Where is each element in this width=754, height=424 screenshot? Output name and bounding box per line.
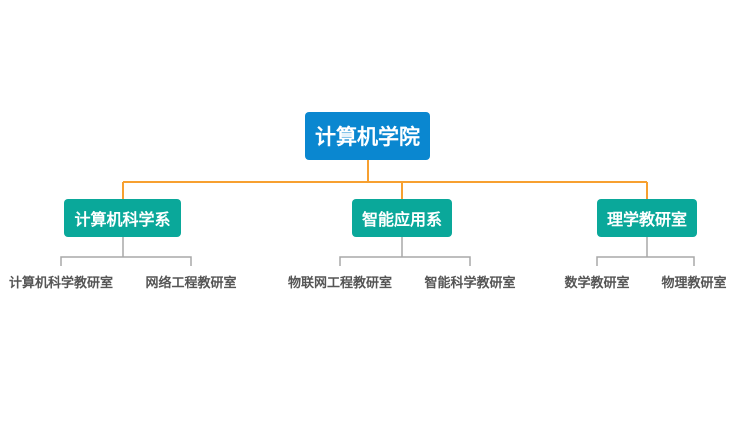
office-node: 物联网工程教研室 <box>287 276 393 291</box>
department-node: 理学教研室 <box>597 199 697 237</box>
office-node: 网络工程教研室 <box>145 276 237 291</box>
department-node: 智能应用系 <box>352 199 452 237</box>
office-node: 数学教研室 <box>564 276 630 291</box>
secondary-connectors <box>60 237 695 266</box>
primary-connectors <box>122 160 648 199</box>
office-node: 计算机科学教研室 <box>8 276 114 291</box>
department-node: 计算机科学系 <box>64 199 181 237</box>
office-bracket <box>596 237 695 266</box>
office-node: 智能科学教研室 <box>424 276 516 291</box>
office-node: 物理教研室 <box>661 276 727 291</box>
root-node: 计算机学院 <box>305 112 430 160</box>
office-bracket <box>60 237 192 266</box>
office-bracket <box>339 237 471 266</box>
